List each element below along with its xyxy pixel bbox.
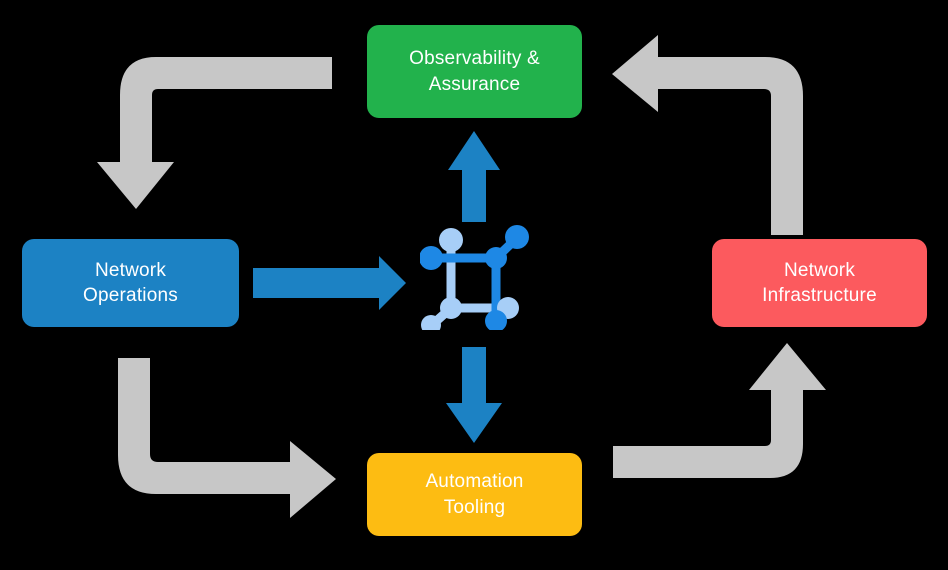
- arrow-infrastructure-to-observability: [612, 35, 803, 235]
- box-automation-tooling-label-line2: Tooling: [443, 496, 506, 518]
- box-automation-tooling-label-line1: Automation: [425, 471, 524, 493]
- arrow-automation-to-infrastructure: [613, 343, 826, 478]
- topology-nodes-secondary: [421, 228, 519, 330]
- box-network-infrastructure-label-line2: Infrastructure: [762, 285, 877, 306]
- arrow-operations-to-automation: [118, 358, 336, 518]
- network-topology-icon: [420, 225, 529, 330]
- arrow-operations-to-center: [253, 256, 406, 310]
- arrow-observability-to-operations: [97, 57, 332, 209]
- box-network-infrastructure[interactable]: Network Infrastructure: [712, 239, 927, 327]
- box-network-operations-label-line1: Network: [94, 259, 167, 281]
- box-network-operations-label-line2: Operations: [83, 285, 178, 306]
- box-observability-label: Observability & Assurance: [409, 46, 540, 96]
- box-observability-label-line2: Assurance: [428, 73, 521, 95]
- box-automation-tooling[interactable]: Automation Tooling: [367, 453, 582, 536]
- box-network-operations-label: Network Operations: [83, 258, 178, 308]
- box-network-operations[interactable]: Network Operations: [22, 239, 239, 327]
- box-network-infrastructure-label: Network Infrastructure: [762, 258, 877, 308]
- box-network-infrastructure-label-line1: Network: [783, 259, 856, 281]
- box-observability-label-line1: Observability &: [409, 48, 540, 70]
- box-observability-assurance[interactable]: Observability & Assurance: [367, 25, 582, 118]
- arrow-center-to-automation: [446, 347, 502, 443]
- topology-nodes-primary: [420, 225, 529, 330]
- box-automation-tooling-label: Automation Tooling: [425, 469, 523, 519]
- arrow-center-to-observability: [448, 131, 500, 222]
